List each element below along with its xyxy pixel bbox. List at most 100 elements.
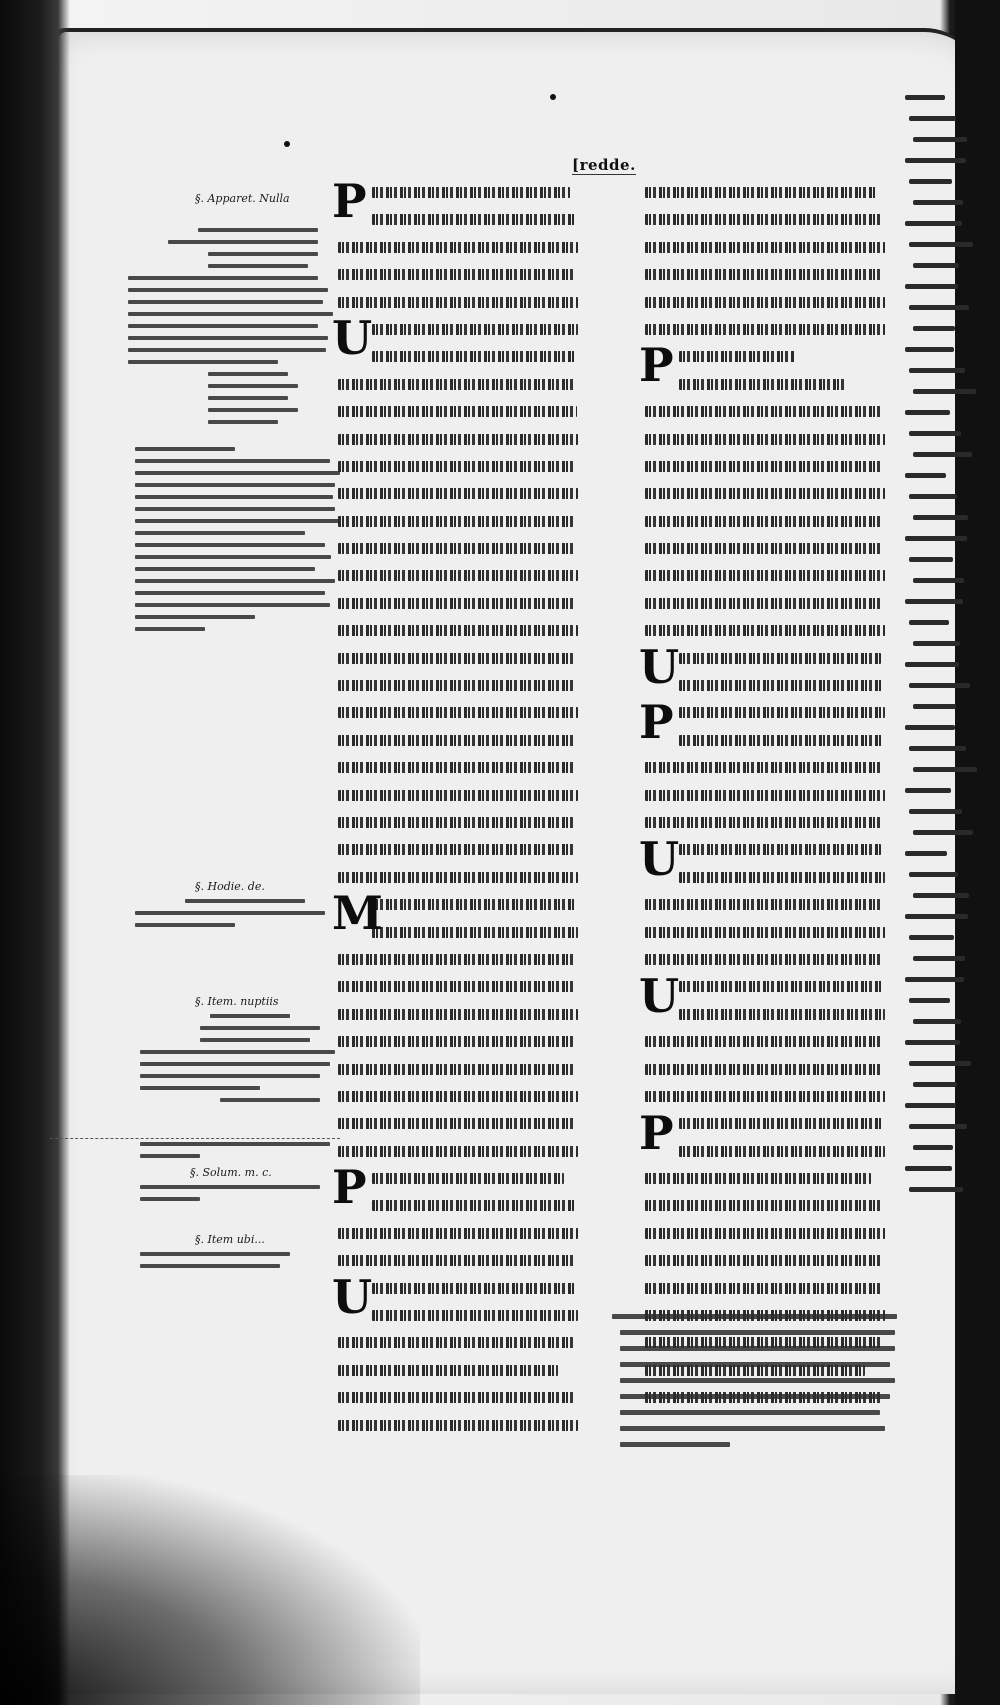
bleed-text-fragment xyxy=(913,263,959,268)
text-line xyxy=(645,783,890,806)
marginal-gloss-block: §. Hodie. de. xyxy=(135,880,335,935)
bleed-text-fragment xyxy=(913,452,972,457)
bleed-text-fragment xyxy=(913,767,977,772)
text-line xyxy=(645,454,890,477)
bleed-text-fragment xyxy=(909,116,956,121)
decorated-initial: U xyxy=(332,1270,373,1324)
text-line xyxy=(338,481,608,504)
text-line xyxy=(645,1330,890,1353)
text-line xyxy=(338,700,608,723)
text-line xyxy=(338,591,608,614)
bleed-text-fragment xyxy=(909,683,970,688)
text-line xyxy=(645,700,890,723)
text-line xyxy=(338,399,608,422)
marginal-gloss-block: §. Item. nuptiis xyxy=(140,995,340,1110)
text-line xyxy=(645,262,890,285)
ruling-line xyxy=(50,1138,340,1140)
bleed-text-fragment xyxy=(905,1166,952,1171)
bleed-text-fragment xyxy=(905,536,967,541)
text-line xyxy=(338,755,608,778)
text-line xyxy=(338,673,608,696)
text-line xyxy=(645,810,890,833)
decorated-initial: P xyxy=(332,1160,367,1215)
bleed-text-fragment xyxy=(905,347,954,352)
ink-dot xyxy=(284,141,290,147)
text-line xyxy=(338,454,608,477)
text-line xyxy=(645,1221,890,1244)
bleed-text-fragment xyxy=(905,788,951,793)
text-line xyxy=(645,372,890,395)
adjacent-folio-edge xyxy=(955,0,1000,1705)
text-line xyxy=(645,290,890,313)
bleed-text-fragment xyxy=(905,158,966,163)
marginal-gloss-block: §. Item ubi... xyxy=(140,1233,300,1276)
bleed-text-fragment xyxy=(913,389,976,394)
text-line xyxy=(645,481,890,504)
text-line xyxy=(338,646,608,669)
running-head: [redde. xyxy=(572,156,636,175)
text-line xyxy=(645,646,890,669)
text-line xyxy=(338,1413,608,1436)
text-line xyxy=(645,1029,890,1052)
text-line xyxy=(645,235,890,258)
bottom-marginal-note xyxy=(612,1314,902,1458)
gloss-heading: §. Solum. m. c. xyxy=(190,1166,272,1179)
bleed-text-fragment xyxy=(905,410,950,415)
text-line xyxy=(645,1084,890,1107)
text-line xyxy=(645,837,890,860)
bleed-text-fragment xyxy=(909,494,957,499)
text-line xyxy=(338,920,608,943)
text-line xyxy=(645,1358,890,1381)
bleed-text-fragment xyxy=(913,1082,957,1087)
bleed-text-fragment xyxy=(905,473,946,478)
text-line xyxy=(338,290,608,313)
gloss-heading: §. Apparet. Nulla xyxy=(195,192,290,205)
text-line xyxy=(645,427,890,450)
decorated-initial: M xyxy=(332,886,383,941)
bleed-text-fragment xyxy=(909,620,949,625)
bleed-text-fragment xyxy=(909,1124,967,1129)
text-line xyxy=(338,1166,608,1189)
marginal-gloss: §. Apparet. Nulla xyxy=(195,192,335,211)
text-line xyxy=(338,1057,608,1080)
bleed-text-fragment xyxy=(913,830,973,835)
bleed-text-fragment xyxy=(913,1019,961,1024)
text-line xyxy=(338,1193,608,1216)
text-line xyxy=(338,810,608,833)
bleed-text-fragment xyxy=(905,725,955,730)
text-line xyxy=(645,1248,890,1271)
bleed-text-fragment xyxy=(909,368,965,373)
marginal-gloss-block xyxy=(135,447,345,639)
text-line xyxy=(645,536,890,559)
text-line xyxy=(645,947,890,970)
text-line xyxy=(645,618,890,641)
text-line xyxy=(645,892,890,915)
text-line xyxy=(338,563,608,586)
bleed-text-fragment xyxy=(909,431,961,436)
text-line xyxy=(645,1276,890,1299)
bleed-text-fragment xyxy=(905,95,945,100)
gloss-heading: §. Item. nuptiis xyxy=(195,995,279,1008)
text-line xyxy=(645,1057,890,1080)
text-line xyxy=(338,1303,608,1326)
bleed-text-fragment xyxy=(909,242,973,247)
text-line xyxy=(645,1111,890,1134)
bleed-text-fragment xyxy=(913,1145,953,1150)
text-line xyxy=(645,399,890,422)
bleed-text-fragment xyxy=(913,200,963,205)
ink-dot xyxy=(550,94,556,100)
text-line xyxy=(338,1084,608,1107)
text-line xyxy=(338,1358,608,1381)
text-line xyxy=(338,974,608,997)
text-line xyxy=(645,673,890,696)
text-line xyxy=(338,892,608,915)
text-line xyxy=(645,1166,890,1189)
text-line xyxy=(645,509,890,532)
decorated-initial: U xyxy=(639,831,680,886)
text-line xyxy=(338,728,608,751)
binding-shadow xyxy=(0,0,70,1705)
text-line xyxy=(645,728,890,751)
